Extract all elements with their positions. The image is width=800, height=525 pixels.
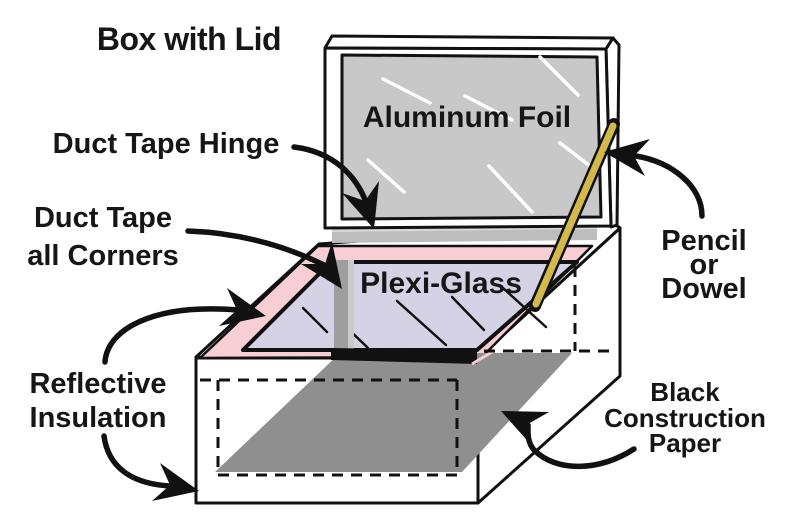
- callout-arrows: [101, 139, 705, 501]
- labels: Box with Lid Duct Tape Hinge Duct Tape a…: [27, 21, 766, 458]
- label-black-construction-paper-line2: Construction: [604, 403, 766, 433]
- reflective-insulation-lower-arrowhead-icon: [152, 463, 199, 501]
- duct-tape-hinge-arrow: [291, 144, 369, 205]
- black-paper-arrowhead-icon: [501, 411, 549, 447]
- pencil-body: [532, 122, 617, 308]
- duct-tape-corners-arrowhead-icon: [301, 242, 342, 289]
- duct-tape-corners-arrow: [185, 228, 329, 269]
- label-box-with-lid: Box with Lid: [97, 21, 281, 57]
- label-reflective-insulation-line2: Insulation: [30, 402, 167, 434]
- label-pencil-or-dowel-line1: Pencil: [661, 225, 746, 257]
- label-duct-tape-hinge: Duct Tape Hinge: [53, 128, 280, 160]
- corner-duct-tape-strip-highlight: [348, 260, 354, 350]
- label-duct-tape-corners-line1: Duct Tape: [34, 202, 172, 234]
- label-reflective-insulation-line1: Reflective: [29, 368, 166, 400]
- box-lid: [323, 34, 621, 230]
- label-pencil-or-dowel-line3: Dowel: [661, 273, 746, 305]
- duct-tape-hinge-arrowhead-icon: [342, 181, 379, 229]
- label-black-construction-paper-line3: Paper: [649, 428, 721, 458]
- pencil-arrowhead-icon: [604, 139, 650, 176]
- pencil-prop: [529, 118, 620, 312]
- plexi-front-edge: [331, 348, 477, 364]
- label-black-construction-paper-line1: Black: [650, 377, 720, 407]
- label-duct-tape-corners-line2: all Corners: [27, 240, 179, 272]
- reflective-insulation-lower-arrow: [101, 433, 174, 489]
- insulation-edge-sliver: [471, 350, 493, 366]
- pencil-arrow: [633, 153, 705, 219]
- label-plexi-glass: Plexi-Glass: [360, 267, 522, 300]
- hidden-edge-dashed-lines: [200, 266, 612, 477]
- reflective-insulation-upper-arrow: [102, 306, 241, 365]
- reflective-insulation-upper-arrowhead-icon: [219, 288, 266, 326]
- label-aluminum-foil: Aluminum Foil: [363, 101, 571, 134]
- foil-shine-streaks: [366, 55, 600, 214]
- plexi-reflection-lines: [301, 286, 548, 350]
- black-construction-paper-sheet: [215, 353, 572, 472]
- label-pencil-or-dowel-line2: or: [690, 249, 719, 281]
